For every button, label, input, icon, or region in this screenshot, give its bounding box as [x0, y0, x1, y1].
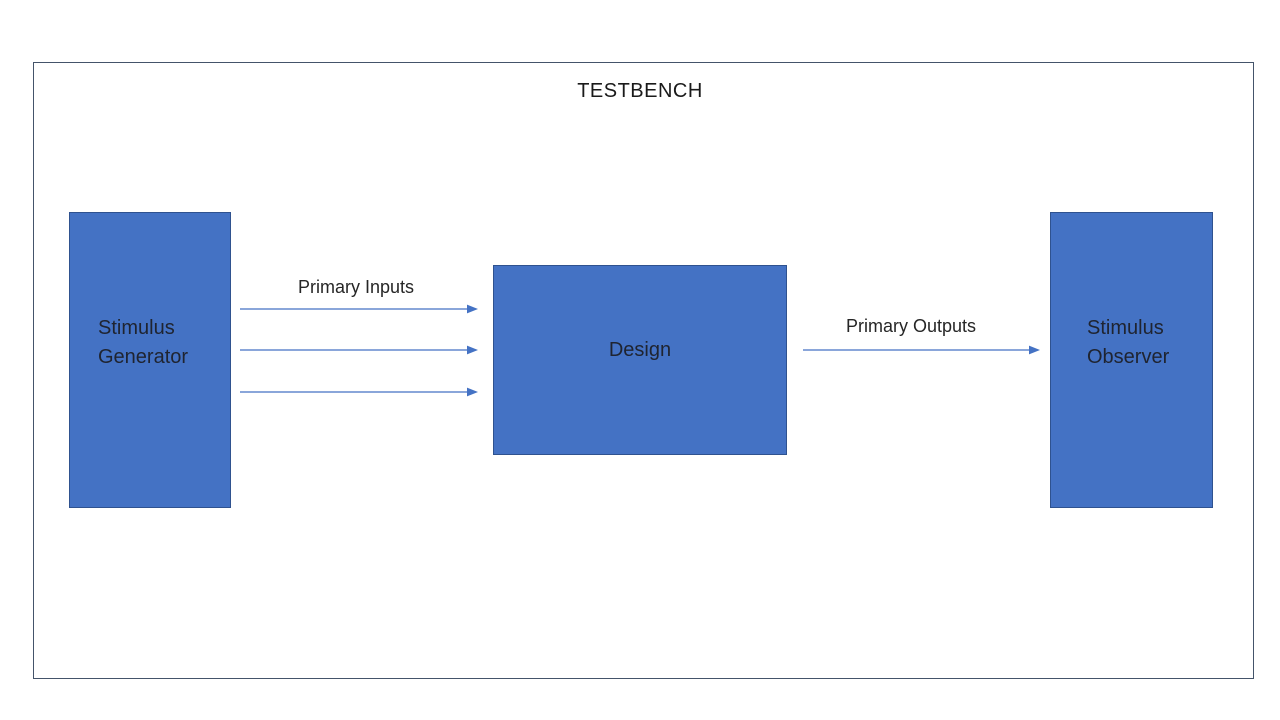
stimulus-observer-label-line1: Stimulus — [1087, 317, 1164, 339]
stimulus-observer-label-line2: Observer — [1087, 346, 1170, 368]
primary-inputs-label: Primary Inputs — [297, 277, 415, 297]
primary-outputs-label: Primary Outputs — [845, 316, 977, 336]
stimulus-generator-label-line2: Generator — [98, 346, 189, 368]
diagram-title: TESTBENCH — [577, 80, 703, 102]
node-design: Design — [493, 265, 787, 455]
stimulus-generator-label-line1: Stimulus — [98, 317, 175, 339]
design-label: Design — [608, 338, 672, 361]
node-stimulus-generator: Stimulus Generator — [69, 212, 231, 508]
testbench-frame — [33, 62, 1254, 679]
node-stimulus-observer: Stimulus Observer — [1050, 212, 1213, 508]
